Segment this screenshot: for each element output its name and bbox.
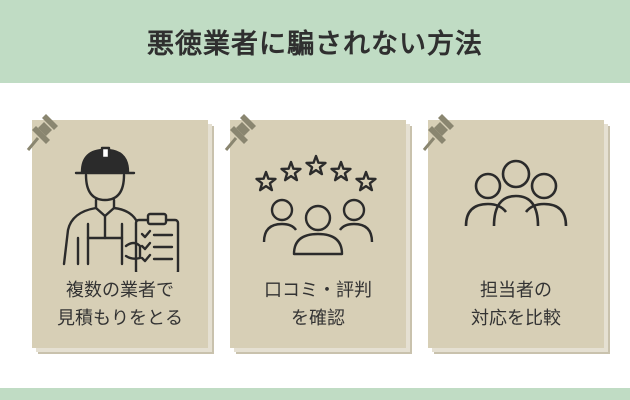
tip-card-1: 複数の業者で 見積もりをとる xyxy=(26,114,208,348)
tip-card-3: 担当者の 対応を比較 xyxy=(422,114,604,348)
card-label-line: を確認 xyxy=(291,308,345,329)
card-label-line: 口コミ・評判 xyxy=(264,280,372,301)
pushpin-icon xyxy=(26,114,58,151)
header-banner: 悪徳業者に騙されない方法 xyxy=(0,0,630,83)
three-people-icon xyxy=(464,159,568,227)
rating-stars-people-icon xyxy=(255,154,377,256)
worker-with-clipboard-icon xyxy=(62,146,180,272)
footer-band xyxy=(0,388,630,400)
card-label: 複数の業者で 見積もりをとる xyxy=(32,277,208,333)
page-title: 悪徳業者に騙されない方法 xyxy=(147,29,483,60)
card-label-line: 担当者の xyxy=(480,280,552,301)
card-label-line: 複数の業者で xyxy=(66,280,174,301)
pushpin-icon xyxy=(422,114,454,151)
pushpin-icon xyxy=(224,114,256,151)
card-label: 担当者の 対応を比較 xyxy=(428,277,604,333)
tip-card-2: 口コミ・評判 を確認 xyxy=(224,114,406,348)
card-label-line: 見積もりをとる xyxy=(57,308,183,329)
card-label: 口コミ・評判 を確認 xyxy=(230,277,406,333)
card-label-line: 対応を比較 xyxy=(471,308,561,329)
